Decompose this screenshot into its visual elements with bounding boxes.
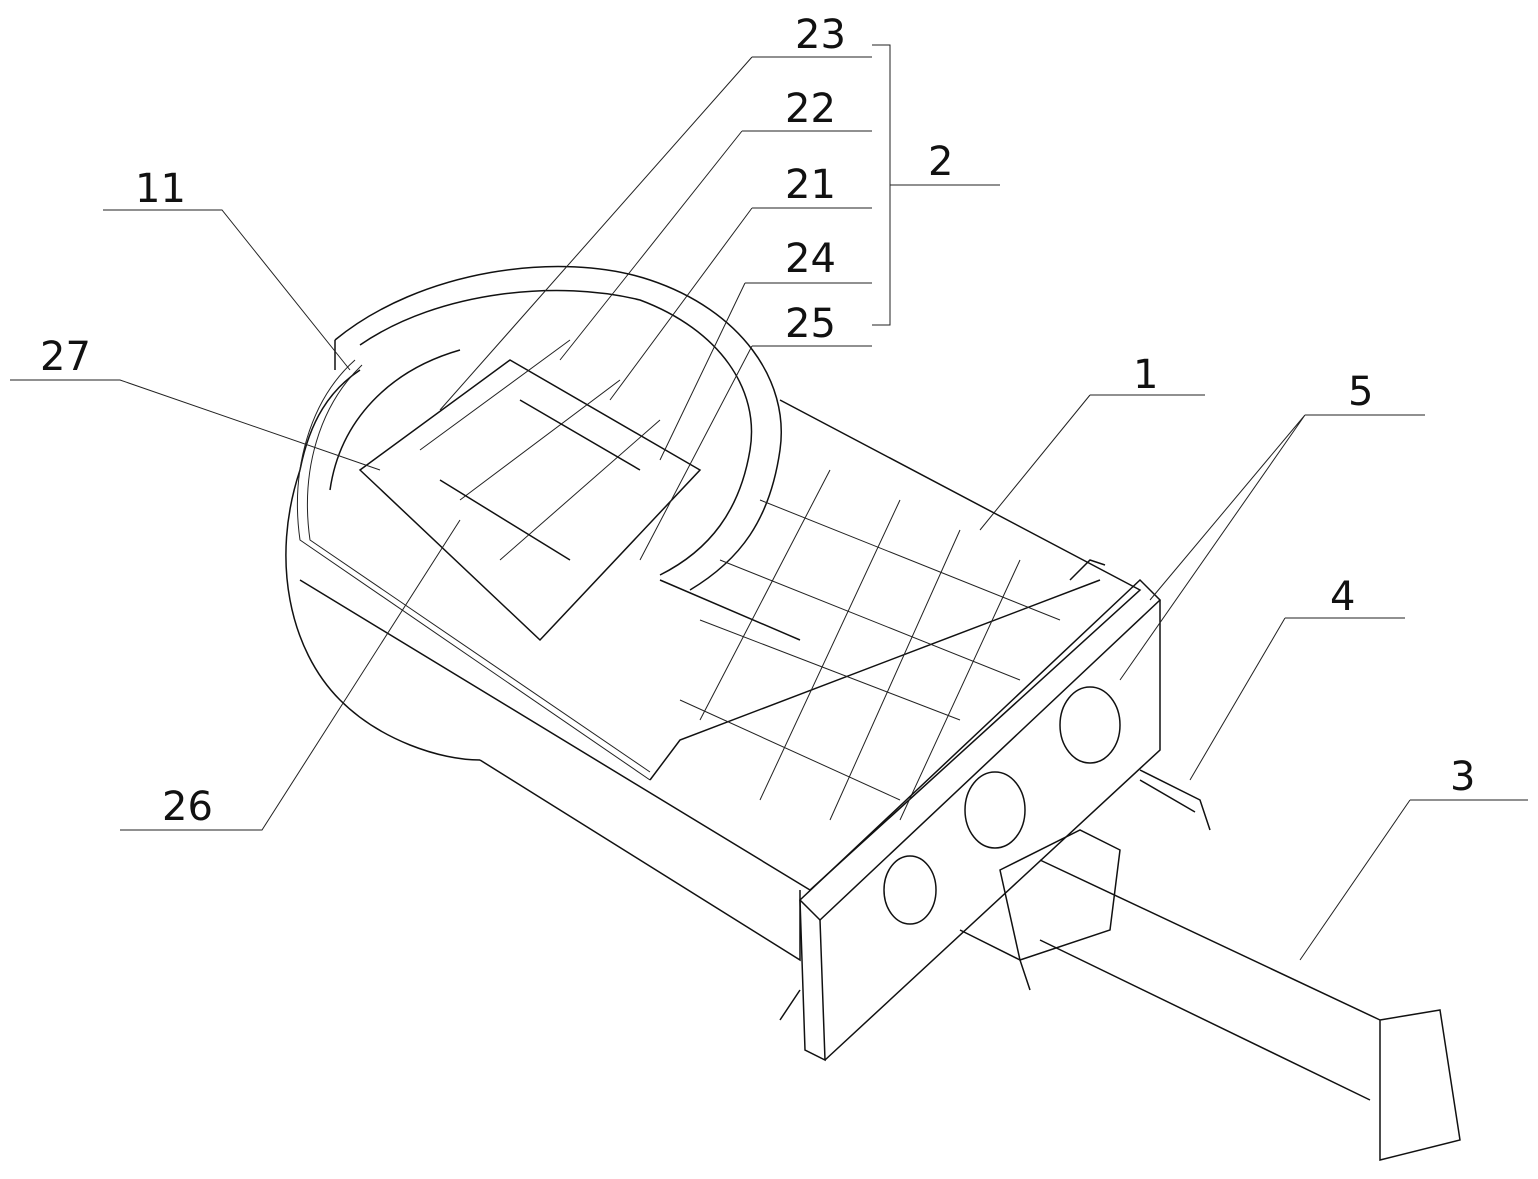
label-11: 11	[135, 166, 186, 212]
label-24: 24	[785, 236, 836, 282]
label-21: 21	[785, 162, 836, 208]
label-25: 25	[785, 301, 836, 347]
label-1: 1	[1133, 352, 1158, 398]
label-4: 4	[1330, 574, 1355, 620]
label-3: 3	[1450, 754, 1475, 800]
part-labels: 23 22 21 24 25 2 11 27 1 5 4 3 26	[40, 12, 1475, 830]
label-2: 2	[928, 139, 953, 185]
label-22: 22	[785, 86, 836, 132]
label-26: 26	[162, 784, 213, 830]
label-27: 27	[40, 334, 91, 380]
machine-body	[286, 267, 1460, 1161]
leader-lines	[10, 45, 1528, 960]
label-23: 23	[795, 12, 846, 58]
label-5: 5	[1348, 369, 1373, 415]
